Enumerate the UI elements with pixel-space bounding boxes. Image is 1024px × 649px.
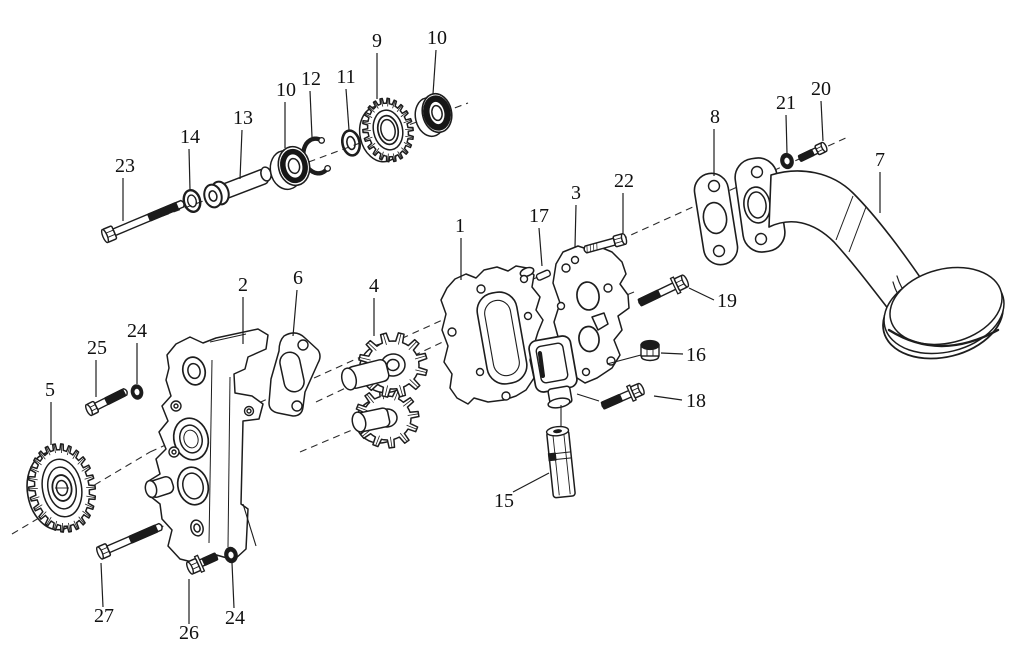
part-relief-valve-plunger-15 — [545, 425, 576, 499]
part-bolt-27 — [96, 522, 163, 560]
callout-label-17: 17 — [529, 205, 549, 227]
part-washer-14 — [182, 188, 202, 214]
callout-label-6: 6 — [293, 267, 303, 289]
callout-label-12: 12 — [301, 68, 321, 90]
part-bolt-26 — [185, 552, 219, 575]
part-washer-21 — [780, 152, 794, 170]
part-bolt-19 — [637, 274, 690, 307]
callout-label-27: 27 — [94, 605, 114, 627]
part-pump-housing-2 — [144, 328, 269, 565]
leader-line-20 — [820, 100, 824, 142]
callout-label-14: 14 — [180, 126, 200, 148]
part-bearing-10-left — [269, 145, 311, 191]
leader-line-12 — [309, 90, 313, 138]
lower-gear-axis — [299, 429, 353, 453]
callout-label-10: 10 — [427, 27, 447, 49]
part-pump-gears-4 — [340, 332, 428, 449]
bolt19-axis — [611, 291, 635, 302]
part-washer-24-lower — [224, 546, 238, 564]
part-dowel-pin-17 — [535, 269, 551, 281]
part-washer-24-upper — [130, 384, 144, 400]
part-suction-pipe-7 — [734, 157, 1005, 360]
callout-label-15: 15 — [494, 490, 514, 512]
part-gasket-6 — [268, 332, 321, 417]
callout-label-18: 18 — [686, 390, 706, 412]
callout-label-7: 7 — [875, 149, 885, 171]
connector-line — [606, 354, 642, 365]
callout-label-21: 21 — [776, 92, 796, 114]
leader-line-19 — [688, 287, 715, 301]
callout-label-19: 19 — [717, 290, 737, 312]
part-drive-gear-5 — [26, 443, 97, 533]
leader-line-21 — [785, 114, 788, 154]
leader-line-6 — [292, 289, 298, 337]
leader-line-18 — [653, 395, 683, 401]
callout-label-1: 1 — [455, 215, 465, 237]
leader-line-3 — [574, 204, 577, 248]
part-bolt-18 — [600, 382, 645, 410]
gear5-axis — [11, 451, 151, 535]
leader-line-15 — [512, 472, 550, 493]
callout-label-24: 24 — [127, 320, 147, 342]
part-bolt-25 — [84, 388, 128, 417]
main-assembly-axis — [149, 136, 849, 453]
leader-line-17 — [538, 227, 543, 267]
part-gasket-8 — [693, 172, 739, 266]
callout-label-5: 5 — [45, 379, 55, 401]
callout-label-2: 2 — [238, 274, 248, 296]
part-idler-gear-9 — [358, 97, 414, 163]
leader-line-24 — [231, 562, 235, 609]
part-bearing-10-right — [414, 92, 453, 138]
part-nut-16 — [640, 339, 660, 362]
leader-line-11 — [345, 88, 350, 131]
assembly-axis-lines — [11, 102, 849, 535]
leader-line-14 — [188, 148, 191, 191]
callout-label-22: 22 — [614, 170, 634, 192]
callout-label-24: 24 — [225, 607, 245, 629]
callout-label-25: 25 — [87, 337, 107, 359]
leader-line-16 — [660, 352, 684, 355]
part-spacer-sleeve-13 — [203, 166, 272, 209]
callout-label-26: 26 — [179, 622, 199, 644]
leader-line-27 — [100, 562, 104, 608]
callout-label-11: 11 — [336, 66, 355, 88]
callout-label-8: 8 — [710, 106, 720, 128]
connector-lines — [242, 354, 642, 547]
callout-label-10: 10 — [276, 79, 296, 101]
callout-label-3: 3 — [571, 182, 581, 204]
callout-leader-lines — [50, 49, 881, 624]
connector-line — [576, 393, 600, 402]
callout-label-4: 4 — [369, 275, 379, 297]
callout-label-9: 9 — [372, 30, 382, 52]
connector-line — [242, 503, 257, 547]
part-bolt-22 — [583, 232, 628, 254]
callout-label-23: 23 — [115, 155, 135, 177]
leader-line-10 — [432, 49, 437, 95]
part-flange-bolt-23 — [100, 199, 185, 244]
callout-label-20: 20 — [811, 78, 831, 100]
part-pump-body-1 — [440, 265, 578, 409]
callout-label-16: 16 — [686, 344, 706, 366]
part-thrust-washer-11 — [340, 129, 362, 157]
callout-label-13: 13 — [233, 107, 253, 129]
part-bolt-20 — [797, 141, 828, 162]
leader-line-13 — [239, 129, 243, 180]
